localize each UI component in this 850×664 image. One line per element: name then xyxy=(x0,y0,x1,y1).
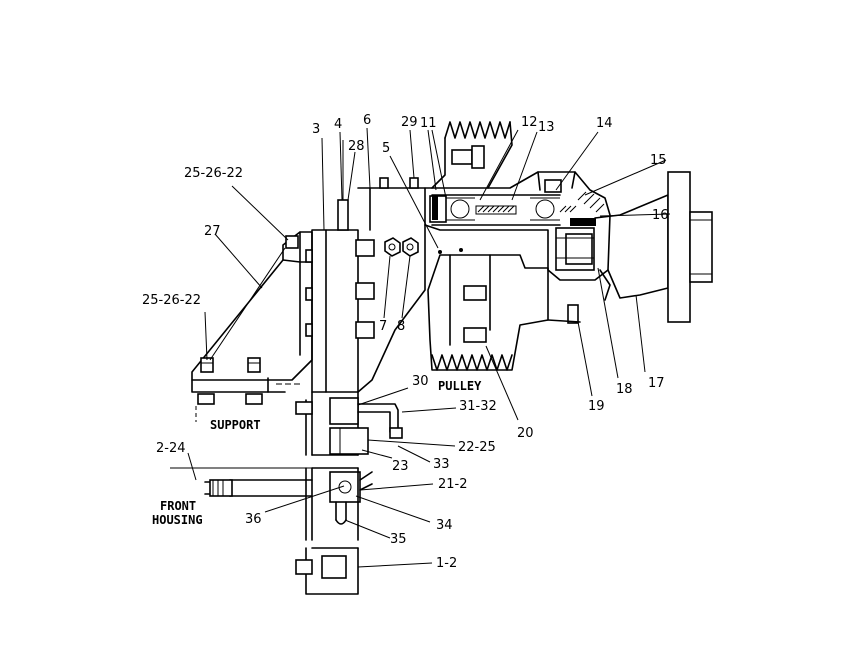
callout-labels: 3 4 6 29 11 12 13 14 15 16 28 5 25-26-22… xyxy=(142,113,669,571)
pulley-upper xyxy=(431,121,513,189)
callout-29: 29 xyxy=(401,115,418,130)
support-label: SUPPORT xyxy=(210,418,261,432)
front-label: FRONT xyxy=(160,499,196,513)
callout-5: 5 xyxy=(382,141,390,156)
callout-6: 6 xyxy=(363,113,371,128)
callout-2-24: 2-24 xyxy=(156,441,186,456)
callout-3: 3 xyxy=(312,122,320,137)
leader-lines xyxy=(187,127,671,568)
callout-25-26-22-top: 25-26-22 xyxy=(184,166,243,181)
callout-14: 14 xyxy=(596,116,613,131)
callout-28: 28 xyxy=(348,139,365,154)
housing-label: HOUSING xyxy=(152,513,203,527)
callout-35: 35 xyxy=(390,532,407,547)
callout-16: 16 xyxy=(652,208,669,223)
callout-25-26-22-mid: 25-26-22 xyxy=(142,293,201,308)
cover-plate xyxy=(357,177,463,393)
callout-36: 36 xyxy=(245,512,262,527)
callout-18: 18 xyxy=(616,382,633,397)
callout-12: 12 xyxy=(521,115,538,130)
main-housing xyxy=(305,140,375,456)
callout-1-2: 1-2 xyxy=(436,556,457,571)
callout-31-32: 31-32 xyxy=(459,399,497,414)
fittings xyxy=(170,397,403,595)
callout-8: 8 xyxy=(397,319,405,334)
callout-22-25: 22-25 xyxy=(458,440,496,455)
callout-33: 33 xyxy=(433,457,450,472)
callout-4: 4 xyxy=(334,117,342,132)
callout-30: 30 xyxy=(412,374,429,389)
mounting-bracket xyxy=(191,231,313,422)
callout-11: 11 xyxy=(420,116,437,131)
callout-13: 13 xyxy=(538,120,555,135)
flange-hub xyxy=(594,171,713,323)
callout-27: 27 xyxy=(204,224,221,239)
callout-34: 34 xyxy=(436,518,453,533)
pulley-label: PULLEY xyxy=(438,379,482,393)
pulley-lower xyxy=(427,254,581,371)
callout-23: 23 xyxy=(392,459,409,474)
callout-15: 15 xyxy=(650,153,667,168)
callout-7: 7 xyxy=(379,319,387,334)
callout-19: 19 xyxy=(588,399,605,414)
callout-21-2: 21-2 xyxy=(438,477,468,492)
callout-20: 20 xyxy=(517,426,534,441)
callout-17: 17 xyxy=(648,376,665,391)
shaft-assembly xyxy=(424,171,611,281)
